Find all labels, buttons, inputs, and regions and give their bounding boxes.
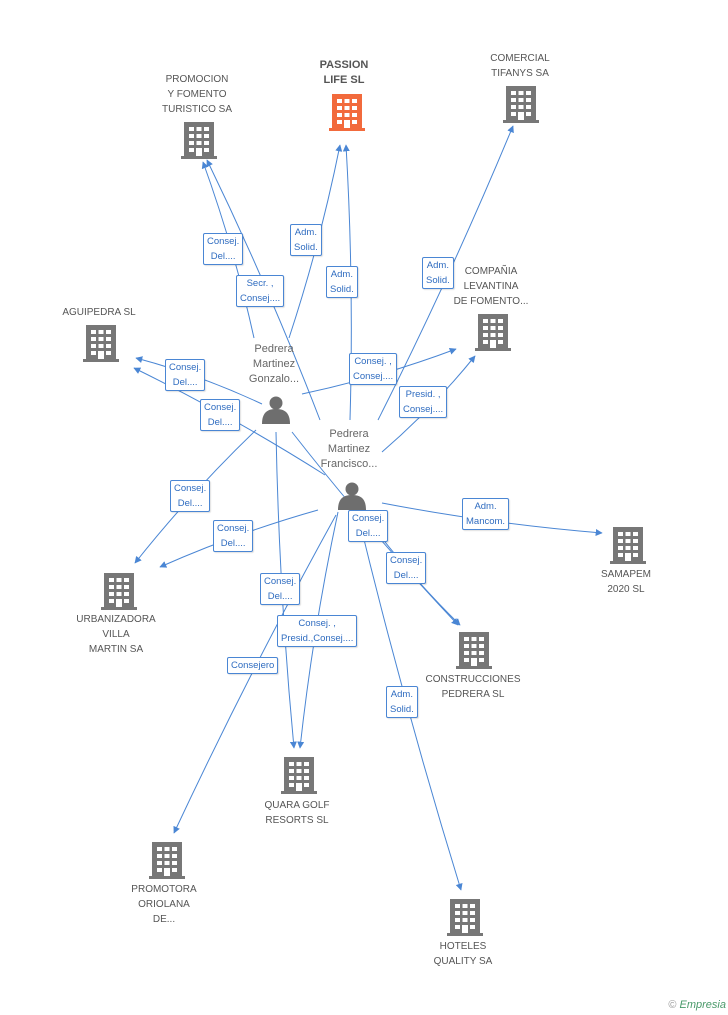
edge-label[interactable]: Consej. Del.... xyxy=(165,359,206,391)
edge-label[interactable]: Adm. Mancom. xyxy=(462,498,510,530)
edge-label[interactable]: Adm. Solid. xyxy=(290,224,322,256)
edge-label[interactable]: Adm. Solid. xyxy=(326,266,358,298)
person-icon-francisco[interactable] xyxy=(338,482,366,511)
company-label-aguipedra[interactable]: AGUIPEDRA SL xyxy=(62,307,136,318)
edge-label[interactable]: Consej. Del.... xyxy=(386,552,427,584)
company-label-samapem[interactable]: SAMAPEM 2020 SL xyxy=(600,569,651,595)
person-label-francisco[interactable]: Pedrera Martinez Francisco... xyxy=(320,428,378,470)
edge-label[interactable]: Consej. Del.... xyxy=(348,510,389,542)
edge-label[interactable]: Consej. , Presid.,Consej.... xyxy=(277,615,358,647)
edge-label[interactable]: Adm. Solid. xyxy=(386,686,418,718)
building-icon-construcciones[interactable] xyxy=(456,632,492,669)
person-icon-gonzalo[interactable] xyxy=(262,396,290,425)
edge-label[interactable]: Consej. Del.... xyxy=(260,573,301,605)
brand-name: Empresia xyxy=(679,999,726,1011)
edge-label[interactable]: Consej. Del.... xyxy=(203,233,244,265)
building-icon-promotora[interactable] xyxy=(149,842,185,879)
edge-label[interactable]: Adm. Solid. xyxy=(422,257,454,289)
building-icon-aguipedra[interactable] xyxy=(83,325,119,362)
edge-label[interactable]: Consej. Del.... xyxy=(200,399,241,431)
copyright-icon: © xyxy=(668,999,677,1011)
building-icon-urbanizadora[interactable] xyxy=(101,573,137,610)
company-label-promocion[interactable]: PROMOCION Y FOMENTO TURISTICO SA xyxy=(161,74,232,115)
company-label-compania-levantina[interactable]: COMPAÑIA LEVANTINA DE FOMENTO... xyxy=(453,266,529,307)
building-icon-samapem[interactable] xyxy=(610,527,646,564)
building-icon-quara[interactable] xyxy=(281,757,317,794)
building-icon-compania[interactable] xyxy=(475,314,511,351)
company-label-comercial-tifanys[interactable]: COMERCIAL TIFANYS SA xyxy=(490,53,550,79)
company-label-hoteles[interactable]: HOTELES QUALITY SA xyxy=(433,941,493,967)
building-icon-comercial[interactable] xyxy=(503,86,539,123)
edge-label[interactable]: Consej. Del.... xyxy=(213,520,254,552)
company-label-construcciones[interactable]: CONSTRUCCIONES PEDRERA SL xyxy=(425,674,521,700)
footer-brand: © Empresia xyxy=(668,999,726,1011)
edge-label[interactable]: Consej. Del.... xyxy=(170,480,211,512)
edge-label[interactable]: Consejero xyxy=(227,657,279,674)
building-icon-promocion[interactable] xyxy=(181,122,217,159)
person-label-gonzalo[interactable]: Pedrera Martinez Gonzalo... xyxy=(248,343,300,385)
building-icon-hoteles[interactable] xyxy=(447,899,483,936)
company-label-urbanizadora[interactable]: URBANIZADORA VILLA MARTIN SA xyxy=(76,614,156,655)
company-label-quara-golf[interactable]: QUARA GOLF RESORTS SL xyxy=(264,800,330,826)
building-icon-passion[interactable] xyxy=(329,94,365,131)
edge-label[interactable]: Presid. , Consej.... xyxy=(399,386,448,418)
company-label-passion-life[interactable]: PASSION LIFE SL xyxy=(319,59,369,86)
edge-label[interactable]: Consej. , Consej.... xyxy=(349,353,398,385)
edge-label[interactable]: Secr. , Consej.... xyxy=(236,275,285,307)
company-label-promotora[interactable]: PROMOTORA ORIOLANA DE... xyxy=(131,884,197,925)
